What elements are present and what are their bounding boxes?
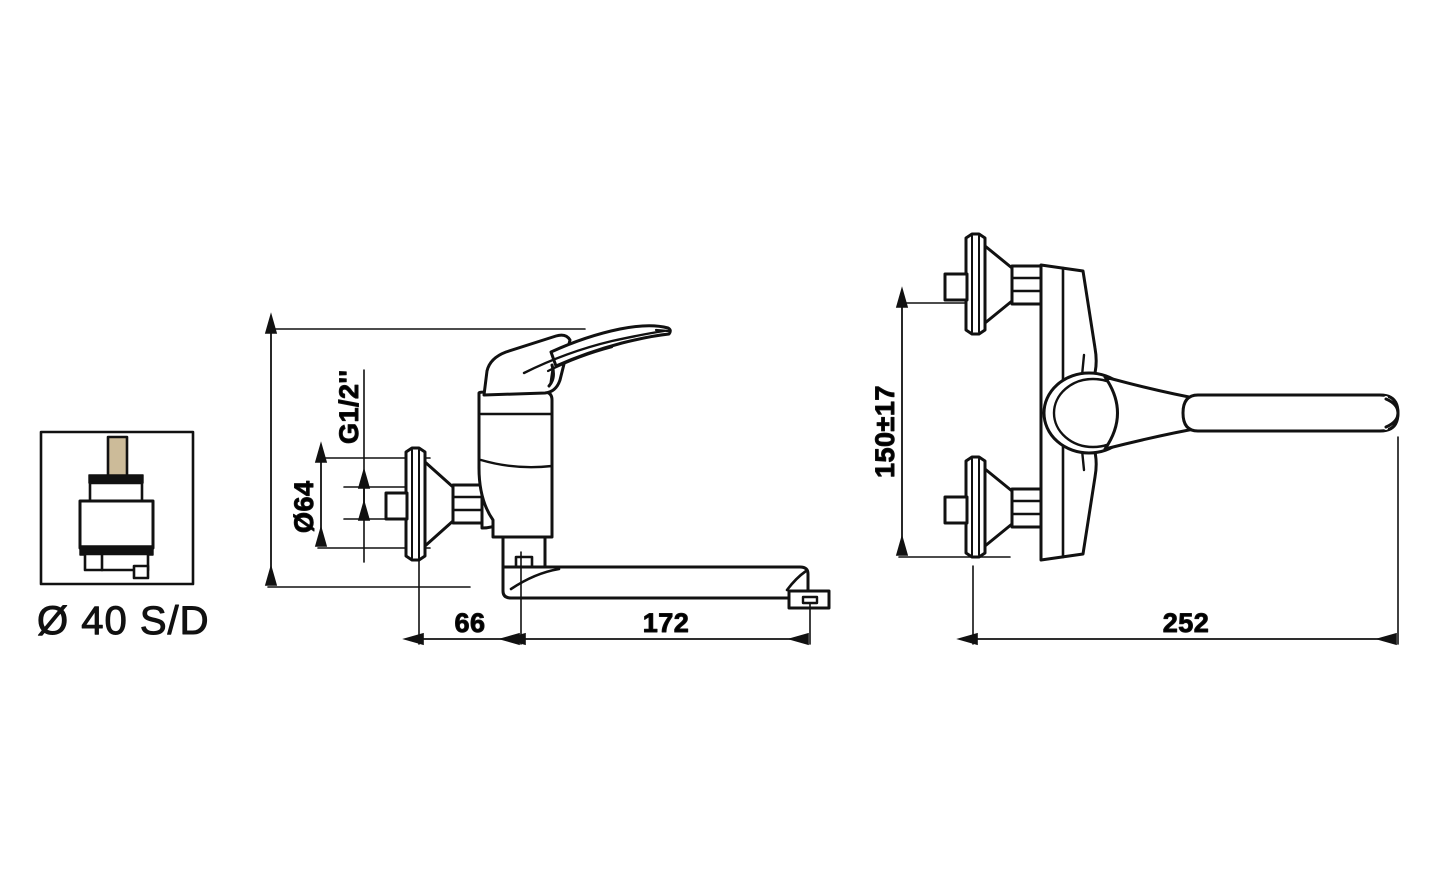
bottom-escutcheon-cone	[983, 467, 1014, 548]
aerator-insert	[801, 595, 819, 605]
dim-label-252: 252	[1163, 608, 1210, 638]
bottom-pipe-stub	[943, 495, 969, 525]
escutcheon-cone	[423, 460, 455, 548]
top-pipe-stub	[943, 272, 969, 302]
top-spout-tip	[1384, 397, 1400, 429]
top-spout-tube	[1181, 393, 1400, 433]
spout-tube-bend-left	[509, 567, 561, 591]
cartridge-body	[78, 499, 155, 550]
dim-label-150: 150±17	[870, 385, 900, 478]
handle-taper	[1103, 375, 1207, 451]
cartridge-pin	[132, 564, 150, 580]
cartridge-detail: Ø 40 S/D	[37, 430, 210, 644]
dim-label-172: 172	[643, 608, 690, 638]
threaded-nipple	[451, 483, 484, 525]
lever-handle-tip	[654, 328, 670, 333]
dim-label-d64: Ø64	[289, 480, 319, 533]
top-threaded-nipple	[1010, 264, 1043, 306]
bottom-escutcheon-plate	[964, 455, 987, 559]
cartridge-stem	[106, 435, 129, 479]
valve-body-seam-lower	[479, 458, 554, 469]
top-escutcheon-plate	[964, 232, 987, 336]
valve-body	[477, 390, 554, 539]
pipe-stub	[384, 491, 409, 521]
lever-handle-notch	[547, 363, 555, 388]
dim-label-66: 66	[454, 608, 485, 638]
faucet-side-view: G1/2'' Ø64	[264, 312, 831, 646]
cartridge-label: Ø 40 S/D	[37, 599, 210, 643]
dim-label-g-half: G1/2''	[334, 370, 364, 444]
bottom-threaded-nipple	[1010, 487, 1043, 529]
top-escutcheon-cone	[983, 244, 1014, 325]
spout-tube-bend-right	[785, 569, 808, 592]
lever-handle-crease-a	[522, 329, 666, 375]
escutcheon-plate	[404, 446, 427, 562]
handle-cap	[482, 333, 572, 397]
faucet-top-view: 150±17	[870, 232, 1400, 646]
